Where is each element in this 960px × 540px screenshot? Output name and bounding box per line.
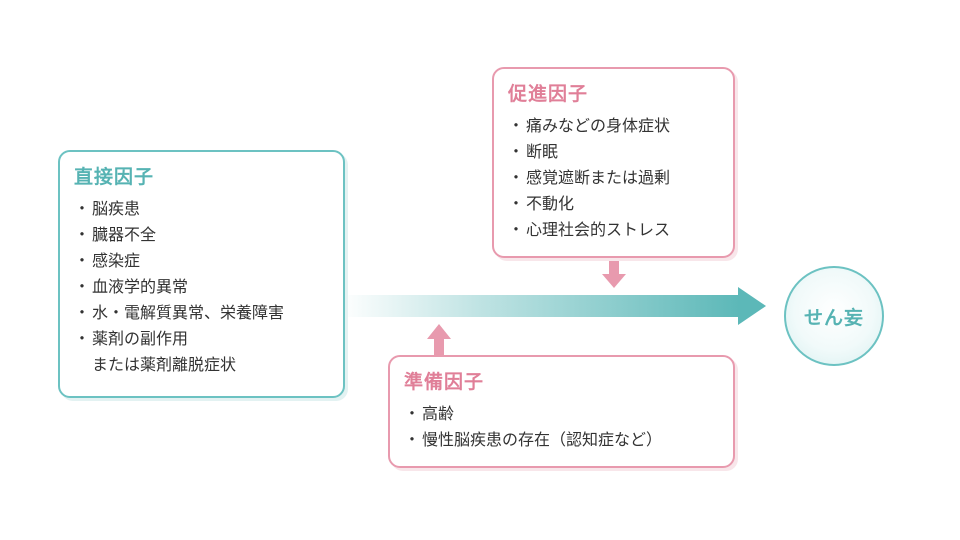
list-item-text: 慢性脳疾患の存在（認知症など） [422,430,663,449]
list-item: ・ 痛みなどの身体症状 [506,113,670,139]
list-item: ・ 慢性脳疾患の存在（認知症など） [402,427,662,453]
bullet: ・ [508,194,525,213]
promote-arrow-head [602,274,626,288]
bullet: ・ [74,277,91,296]
list-item: ・ 感覚遮断または過剰 [506,165,670,191]
bullet: ・ [508,168,525,187]
list-item: ・ 水・電解質異常、栄養障害 [72,300,284,326]
list-item: ・ 断眠 [506,139,670,165]
list-item: ・ 感染症 [72,248,284,274]
bullet: ・ [74,303,91,322]
list-item-text: 断眠 [526,142,559,161]
list-item-text: 臓器不全 [92,225,157,244]
list-item-text: 血液学的異常 [92,277,189,296]
list-item-text: 脳疾患 [92,199,141,218]
list-item: ・ 不動化 [506,191,670,217]
list-item: ・ 高齢 [402,401,662,427]
list-item: ・ 薬剤の副作用 または薬剤離脱症状 [72,326,284,378]
promoting-factors-box: 促進因子 ・ 痛みなどの身体症状 ・ 断眠 ・ 感覚遮断または過剰 ・ 不動化 … [492,67,735,258]
list-item-text: 水・電解質異常、栄養障害 [92,303,285,322]
list-item: ・ 臓器不全 [72,222,284,248]
delirium-circle: せん妄 [784,266,884,366]
bullet: ・ [508,142,525,161]
list-item: ・ 脳疾患 [72,196,284,222]
main-arrow-head [738,287,766,325]
bullet: ・ [508,220,525,239]
list-item-text: 感染症 [92,251,141,270]
bullet: ・ [74,225,91,244]
list-item-text: 高齢 [422,404,455,423]
promoting-factors-list: ・ 痛みなどの身体症状 ・ 断眠 ・ 感覚遮断または過剰 ・ 不動化 ・ 心理社… [506,113,670,243]
list-item-text: 薬剤の副作用 [92,329,189,348]
delirium-label: せん妄 [803,306,864,329]
predisposing-factors-list: ・ 高齢 ・ 慢性脳疾患の存在（認知症など） [402,401,662,453]
promote-arrow-shaft [609,258,619,276]
bullet: ・ [508,116,525,135]
main-arrow-shaft [340,295,740,317]
list-item-text: 心理社会的ストレス [526,220,671,239]
list-item-text: 不動化 [526,194,575,213]
direct-factors-list: ・ 脳疾患 ・ 臓器不全 ・ 感染症 ・ 血液学的異常 ・ 水・電解質異常、栄養… [72,196,284,378]
direct-factors-title: 直接因子 [74,166,155,188]
bullet: ・ [404,430,421,449]
direct-factors-box: 直接因子 ・ 脳疾患 ・ 臓器不全 ・ 感染症 ・ 血液学的異常 ・ 水・電解質… [58,150,345,398]
bullet: ・ [404,404,421,423]
list-item-text: 感覚遮断または過剰 [526,168,671,187]
list-item-text: 痛みなどの身体症状 [526,116,671,135]
bullet: ・ [74,199,91,218]
predisposing-factors-title: 準備因子 [404,371,485,393]
list-item: ・ 血液学的異常 [72,274,284,300]
predispose-arrow-head [427,324,451,339]
bullet: ・ [74,251,91,270]
predispose-arrow-shaft [434,338,444,356]
predisposing-factors-box: 準備因子 ・ 高齢 ・ 慢性脳疾患の存在（認知症など） [388,355,735,468]
list-item: ・ 心理社会的ストレス [506,217,670,243]
bullet: ・ [74,329,91,348]
list-item-text-continued: または薬剤離脱症状 [92,355,237,374]
promoting-factors-title: 促進因子 [508,83,589,105]
